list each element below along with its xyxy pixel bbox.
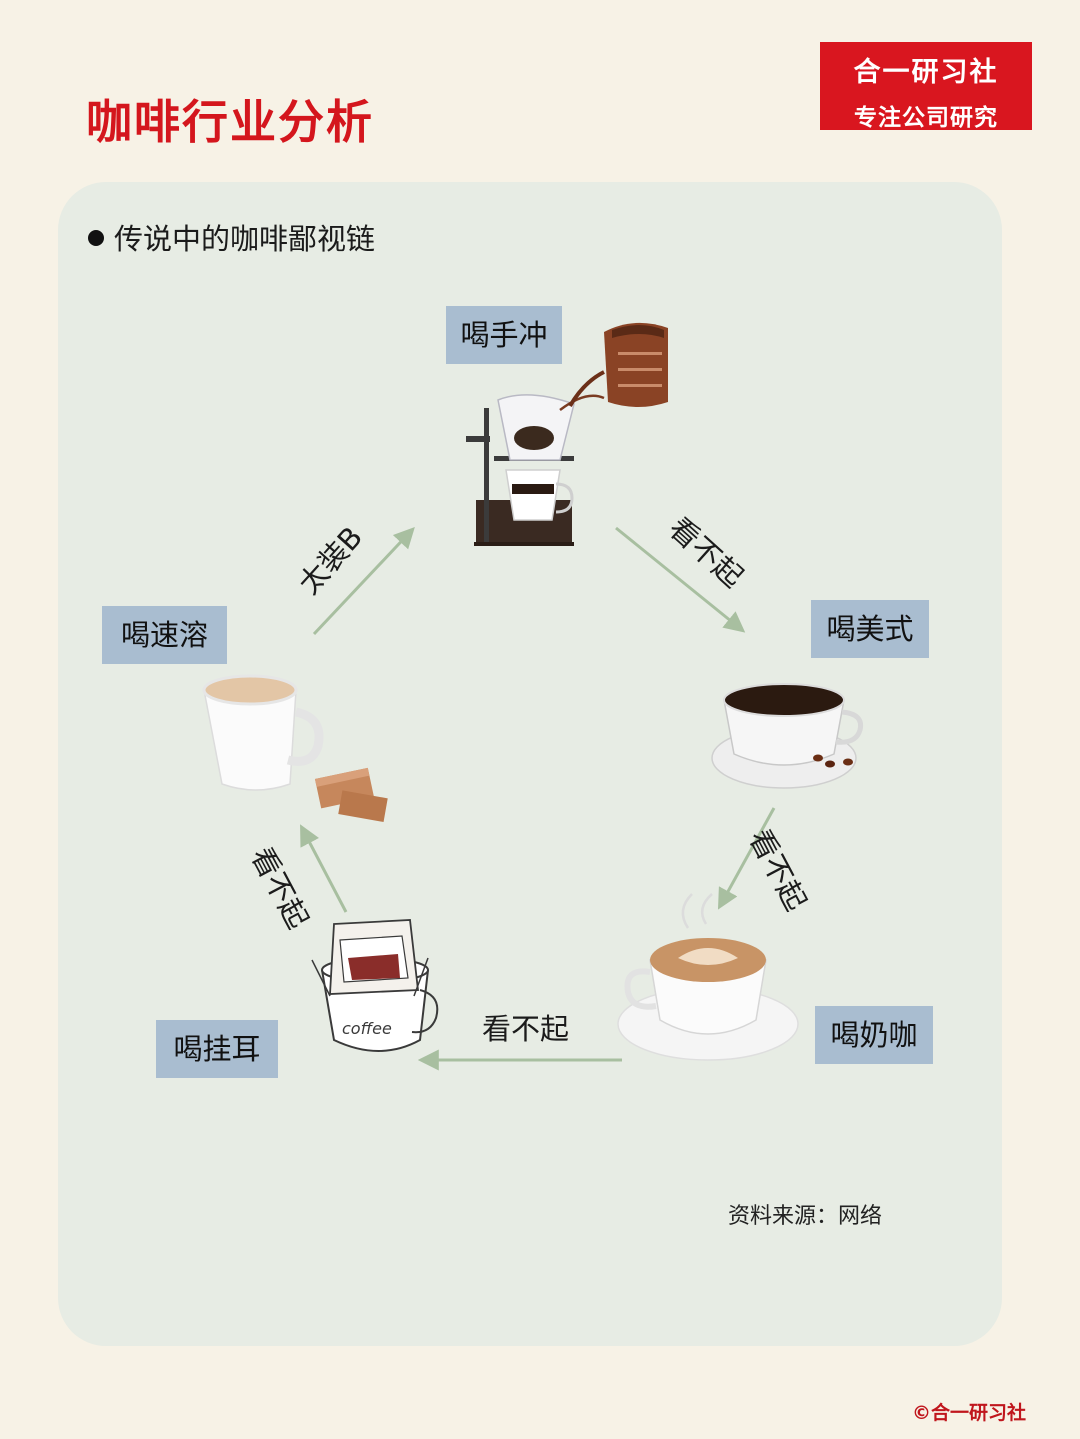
arrow-drip-bag-to-instant bbox=[300, 824, 348, 913]
page-title: 咖啡行业分析 bbox=[86, 95, 374, 149]
node-americano: 喝美式 bbox=[811, 600, 929, 658]
arrow-instant-to-pour-over bbox=[312, 526, 415, 636]
instant-illustration bbox=[202, 674, 388, 822]
bullet-icon bbox=[88, 230, 104, 246]
brand-name: 合一研习社 bbox=[853, 57, 999, 88]
pour-over-illustration bbox=[466, 322, 668, 546]
source-note: 资料来源：网络 bbox=[728, 1204, 883, 1229]
coffee-bag-text: coffee bbox=[342, 1019, 392, 1038]
node-instant: 喝速溶 bbox=[102, 606, 227, 664]
arrow-label-latte-to-drip-bag: 看不起 bbox=[482, 1012, 570, 1046]
brand-slogan: 专注公司研究 bbox=[854, 105, 998, 131]
latte-illustration bbox=[617, 893, 799, 1061]
section-subtitle: 传说中的咖啡鄙视链 bbox=[88, 220, 375, 258]
node-pour-over: 喝手冲 bbox=[446, 306, 562, 364]
brand-badge: 合一研习社 专注公司研究 bbox=[820, 42, 1032, 131]
arrow-pour-over-to-americano bbox=[615, 526, 746, 633]
arrow-americano-to-latte bbox=[717, 807, 776, 910]
node-drip-bag: 喝挂耳 bbox=[156, 1020, 278, 1078]
americano-illustration bbox=[711, 683, 864, 789]
drip-bag-illustration: coffee bbox=[311, 919, 439, 1052]
subtitle-text: 传说中的咖啡鄙视链 bbox=[114, 222, 376, 256]
copyright-mark: ©合一研习社 bbox=[912, 1402, 1027, 1424]
node-latte: 喝奶咖 bbox=[815, 1006, 933, 1064]
